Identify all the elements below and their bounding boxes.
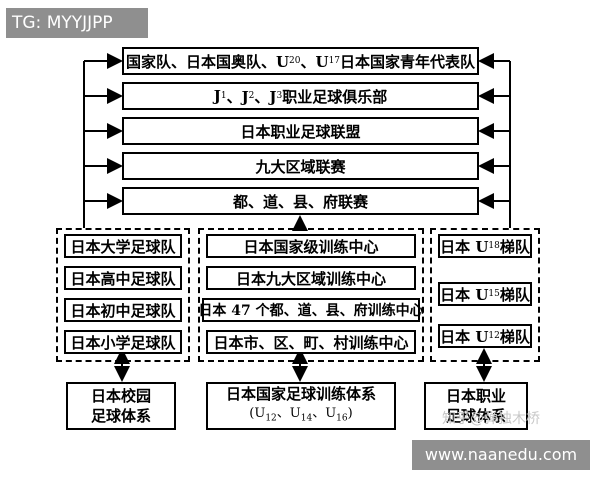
school-team-university: 日本大学足球队 xyxy=(64,234,182,258)
school-group xyxy=(56,228,190,362)
training-center-municipal: 日本市、区、町、村训练中心 xyxy=(206,330,416,354)
training-group xyxy=(198,228,424,362)
school-team-high: 日本高中足球队 xyxy=(64,266,182,290)
school-system-label: 日本校园 足球体系 xyxy=(66,382,176,430)
level-prefectural-league: 都、道、县、府联赛 xyxy=(122,187,479,215)
training-system-label: 日本国家足球训练体系 (U12、U14、U16) xyxy=(206,382,396,430)
school-team-primary: 日本小学足球队 xyxy=(64,330,182,354)
training-center-national: 日本国家级训练中心 xyxy=(206,234,416,258)
tg-watermark: TG: MYYJJPP xyxy=(6,8,148,38)
level-jfl: 日本职业足球联盟 xyxy=(122,117,479,145)
training-center-regional: 日本九大区域训练中心 xyxy=(206,266,416,290)
zhihu-watermark: 知乎@弹独木桥 xyxy=(442,411,540,427)
school-team-junior: 日本初中足球队 xyxy=(64,298,182,322)
training-center-prefectural: 日本 47 个都、道、县、府训练中心 xyxy=(198,298,424,322)
pro-system-label: 日本职业 足球体系 xyxy=(424,382,528,430)
pro-group xyxy=(430,228,540,362)
level-regional-league: 九大区域联赛 xyxy=(122,152,479,180)
site-watermark: www.naanedu.com xyxy=(412,440,590,470)
